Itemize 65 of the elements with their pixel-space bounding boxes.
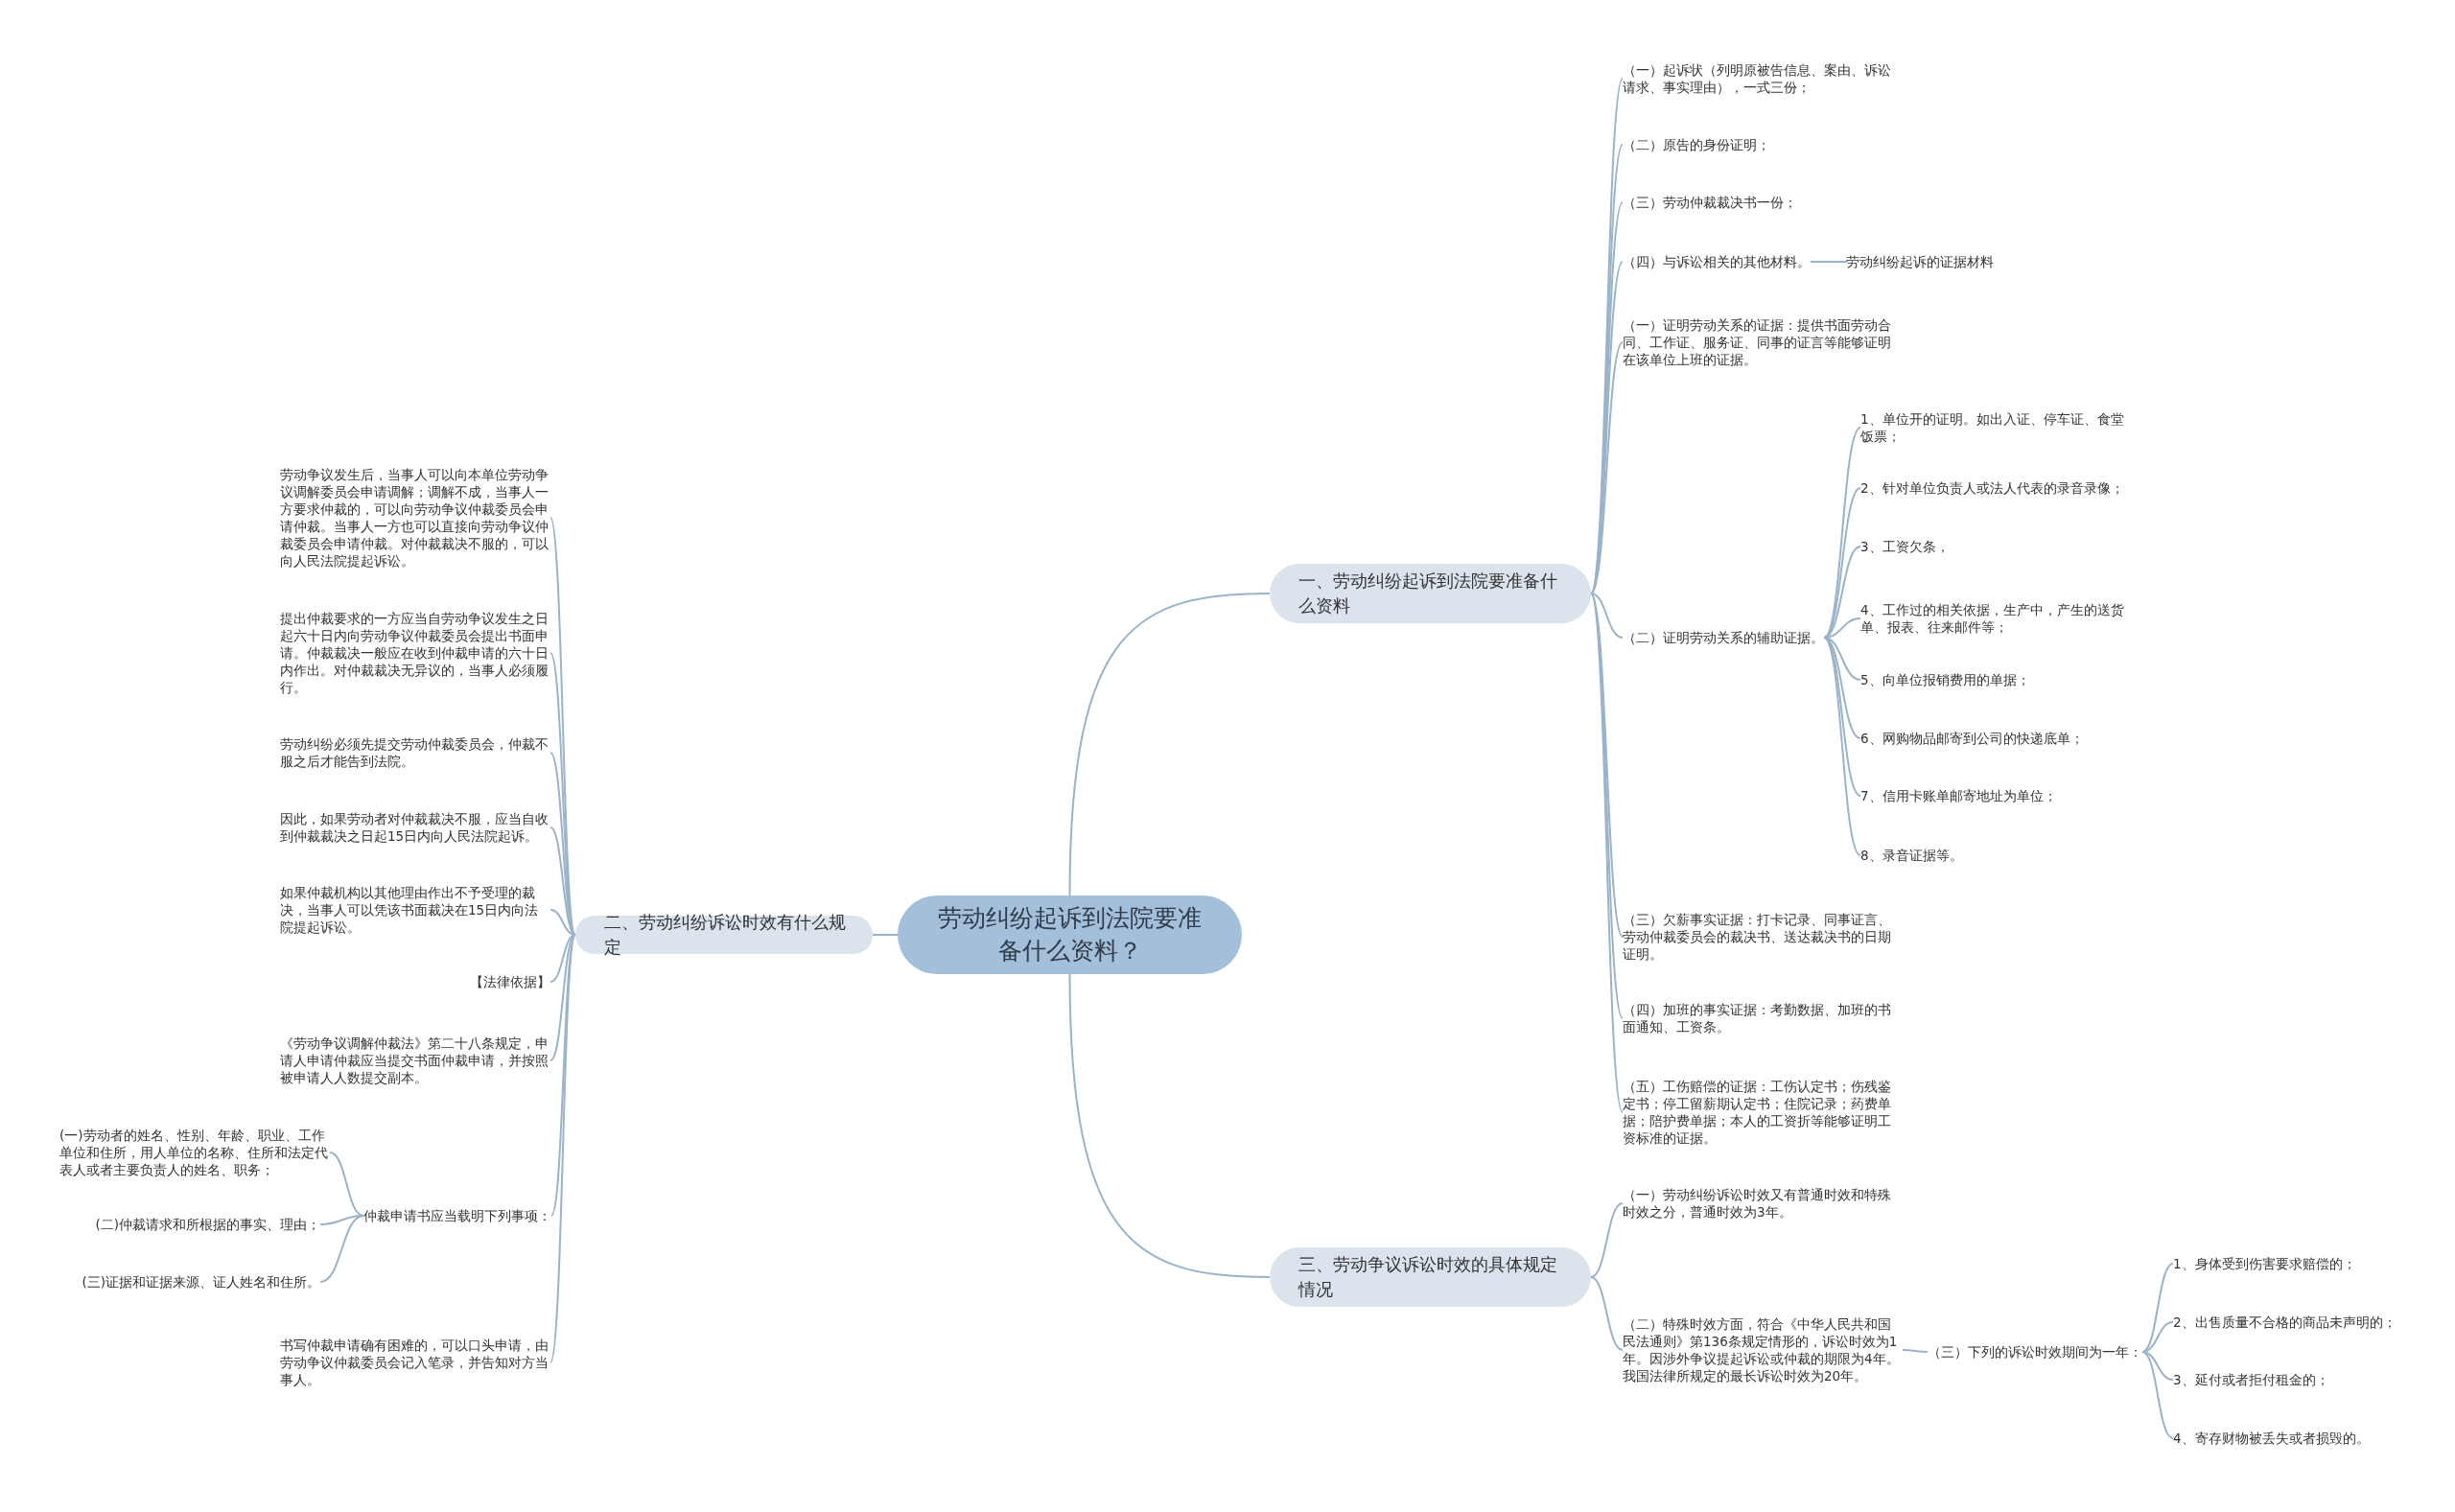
leaf-text: （四）与诉讼相关的其他材料。 xyxy=(1623,253,1811,270)
leaf-text: 【法律依据】 xyxy=(280,973,550,990)
leaf-text: 8、录音证据等。 xyxy=(1860,847,1963,864)
leaf-text: 3、工资欠条， xyxy=(1860,538,1950,555)
connector-line xyxy=(2141,1351,2174,1439)
connector-line xyxy=(1590,593,1624,1113)
connector-line xyxy=(1068,593,1271,896)
leaf-text: 3、延付或者拒付租金的； xyxy=(2173,1371,2329,1388)
leaf-text: （四）加班的事实证据：考勤数据、加班的书面通知、工资条。 xyxy=(1623,1001,1903,1035)
branch-topic-bubble: 一、劳动纠纷起诉到法院要准备什么资料 xyxy=(1270,564,1591,623)
leaf-text: （五）工伤赔偿的证据：工伤认定书；伤残鉴定书；停工留薪期认定书；住院记录；药费单据；陪护费单据；本人的工资折等能够证明工资标准的证据。 xyxy=(1623,1078,1903,1147)
connector-line xyxy=(549,934,576,983)
connector-line xyxy=(1590,1202,1624,1278)
leaf-text: 7、信用卡账单邮寄地址为单位； xyxy=(1860,787,2057,804)
leaf-text: 因此，如果劳动者对仲裁裁决不服，应当自收到仲裁裁决之日起15日内向人民法院起诉。 xyxy=(280,810,550,845)
branch-topic-bubble: 二、劳动纠纷诉讼时效有什么规定 xyxy=(575,916,873,954)
leaf-text: 6、网购物品邮寄到公司的快递底单； xyxy=(1860,730,2084,747)
connector-line xyxy=(1823,427,1861,639)
leaf-text: （二）证明劳动关系的辅助证据。 xyxy=(1623,629,1824,646)
connector-line xyxy=(549,909,576,936)
leaf-text: 1、单位开的证明。如出入证、停车证、食堂饭票； xyxy=(1860,410,2129,445)
leaf-text: （三）劳动仲裁裁决书一份； xyxy=(1623,194,1903,211)
leaf-text: （三）下列的诉讼时效期间为一年： xyxy=(1928,1343,2142,1361)
connector-line xyxy=(549,934,576,1061)
leaf-text: 4、工作过的相关依据，生产中，产生的送货单、报表、往来邮件等； xyxy=(1860,601,2129,636)
connector-line xyxy=(1810,261,1847,263)
leaf-text: (三)证据和证据来源、证人姓名和住所。 xyxy=(59,1273,320,1291)
leaf-text: 如果仲裁机构以其他理由作出不予受理的裁决，当事人可以凭该书面裁决在15日内向法院提起诉讼。 xyxy=(280,884,550,936)
leaf-text: 劳动纠纷起诉的证据材料 xyxy=(1846,253,1994,270)
leaf-text: 2、针对单位负责人或法人代表的录音录像； xyxy=(1860,479,2124,497)
connector-line xyxy=(2141,1263,2174,1353)
connector-line xyxy=(1590,593,1624,1019)
connector-line xyxy=(1068,973,1271,1278)
leaf-text: 书写仲裁申请确有困难的，可以口头申请，由劳动争议仲裁委员会记入笔录，并告知对方当事人。 xyxy=(280,1337,550,1388)
leaf-text: （一）劳动纠纷诉讼时效又有普通时效和特殊时效之分，普通时效为3年。 xyxy=(1623,1186,1903,1221)
leaf-text: （一）起诉状（列明原被告信息、案由、诉讼请求、事实理由），一式三份； xyxy=(1623,61,1903,96)
connector-line xyxy=(1823,637,1861,681)
leaf-text: （二）特殊时效方面，符合《中华人民共和国民法通则》第136条规定情形的，诉讼时效为1年。因涉外争议提起诉讼或仲裁的期限为4年。我国法律所规定的最长诉讼时效为20年。 xyxy=(1623,1315,1903,1384)
leaf-text: (一)劳动者的姓名、性别、年龄、职业、工作单位和住所，用人单位的名称、住所和法定代表人或者主要负责人的姓名、职务； xyxy=(59,1127,330,1178)
leaf-text: 4、寄存财物被丢失或者损毁的。 xyxy=(2173,1430,2370,1447)
branch-topic-bubble: 三、劳动争议诉讼时效的具体规定情况 xyxy=(1270,1247,1591,1307)
central-topic-bubble: 劳动纠纷起诉到法院要准备什么资料？ xyxy=(898,896,1242,974)
connector-line xyxy=(2141,1351,2174,1381)
connector-line xyxy=(1902,1349,1929,1353)
leaf-text: 劳动纠纷必须先提交劳动仲裁委员会，仲裁不服之后才能告到法院。 xyxy=(280,735,550,770)
leaf-text: 仲裁申请书应当载明下列事项： xyxy=(363,1207,551,1224)
connector-line xyxy=(1590,341,1624,594)
connector-line xyxy=(1590,593,1624,639)
leaf-text: 《劳动争议调解仲裁法》第二十八条规定，申请人申请仲裁应当提交书面仲裁申请，并按照被申请人人数提交副本。 xyxy=(280,1035,550,1086)
leaf-text: 1、身体受到伤害要求赔偿的； xyxy=(2173,1255,2356,1272)
leaf-text: 劳动争议发生后，当事人可以向本单位劳动争议调解委员会申请调解；调解不成，当事人一方要求仲裁的，可以向劳动争议仲裁委员会申请仲裁。当事人一方也可以直接向劳动争议仲裁委员会申请仲裁。对仲裁裁决不服的，可以向人民法院提起诉讼。 xyxy=(280,466,550,570)
leaf-text: （一）证明劳动关系的证据：提供书面劳动合同、工作证、服务证、同事的证言等能够证明在该单位上班的证据。 xyxy=(1623,316,1903,368)
connector-line xyxy=(872,934,899,936)
leaf-text: 5、向单位报销费用的单据； xyxy=(1860,671,2030,688)
connector-line xyxy=(549,934,576,1363)
connector-line xyxy=(1590,1276,1624,1351)
connector-line xyxy=(319,1215,364,1283)
leaf-text: 2、出售质量不合格的商品未声明的； xyxy=(2173,1314,2397,1331)
leaf-text: 提出仲裁要求的一方应当自劳动争议发生之日起六十日内向劳动争议仲裁委员会提出书面申请。仲裁裁决一般应在收到仲裁申请的六十日内作出。对仲裁裁决无异议的，当事人必须履行。 xyxy=(280,610,550,696)
connector-line xyxy=(329,1151,364,1217)
leaf-text: (二)仲裁请求和所根据的事实、理由； xyxy=(59,1216,320,1233)
leaf-text: （二）原告的身份证明； xyxy=(1623,136,1903,153)
connector-line xyxy=(1823,637,1861,856)
connector-line xyxy=(1823,546,1861,639)
leaf-text: （三）欠薪事实证据：打卡记录、同事证言、劳动仲裁委员会的裁决书、送达裁决书的日期证明。 xyxy=(1623,911,1903,963)
